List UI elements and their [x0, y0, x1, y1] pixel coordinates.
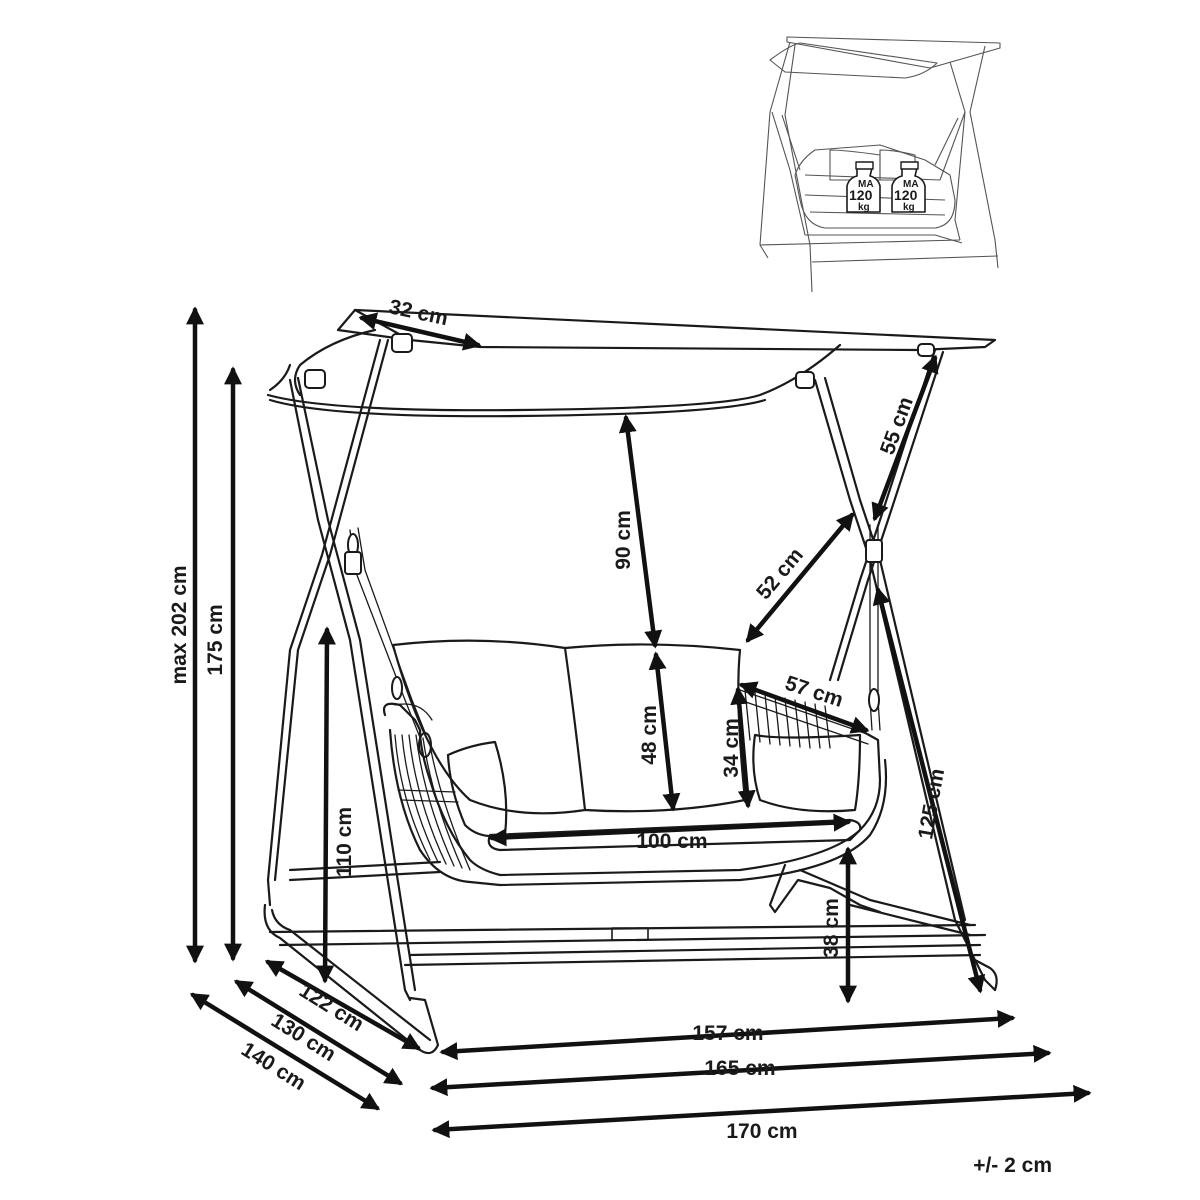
badge-top-text: MA: [903, 179, 919, 190]
label-backrest-height: 48 cm: [638, 705, 661, 765]
badge-unit-text: kg: [858, 202, 870, 213]
weight-badge-right: MA 120 kg: [891, 161, 926, 213]
label-canopy-to-seat: 90 cm: [612, 510, 635, 570]
label-max-height: max 202 cm: [168, 565, 191, 684]
label-total-to-seat: 110 cm: [333, 807, 356, 877]
label-width-2: 165 cm: [704, 1057, 775, 1080]
label-frame-height: 175 cm: [204, 604, 227, 675]
label-armrest-height: 34 cm: [720, 718, 743, 778]
label-seat-width: 100 cm: [636, 830, 707, 853]
badge-value-text: 120: [849, 187, 873, 203]
dimension-arrows: [186, 306, 1092, 1139]
badge-unit-text: kg: [903, 202, 915, 213]
badge-top-text: MA: [858, 179, 874, 190]
thumbnail-swing: MA 120 kg MA 120 kg: [759, 36, 1001, 293]
badge-value-text: 120: [894, 187, 918, 203]
label-width-1: 157 cm: [692, 1022, 763, 1045]
label-armrest-depth: 57 cm: [782, 672, 846, 712]
weight-badge-left: MA 120 kg: [846, 161, 881, 213]
label-width-3: 170 cm: [726, 1120, 797, 1143]
label-tolerance: +/- 2 cm: [973, 1154, 1052, 1177]
label-ground-clearance: 38 cm: [820, 898, 843, 958]
label-chain: 52 cm: [752, 544, 808, 604]
